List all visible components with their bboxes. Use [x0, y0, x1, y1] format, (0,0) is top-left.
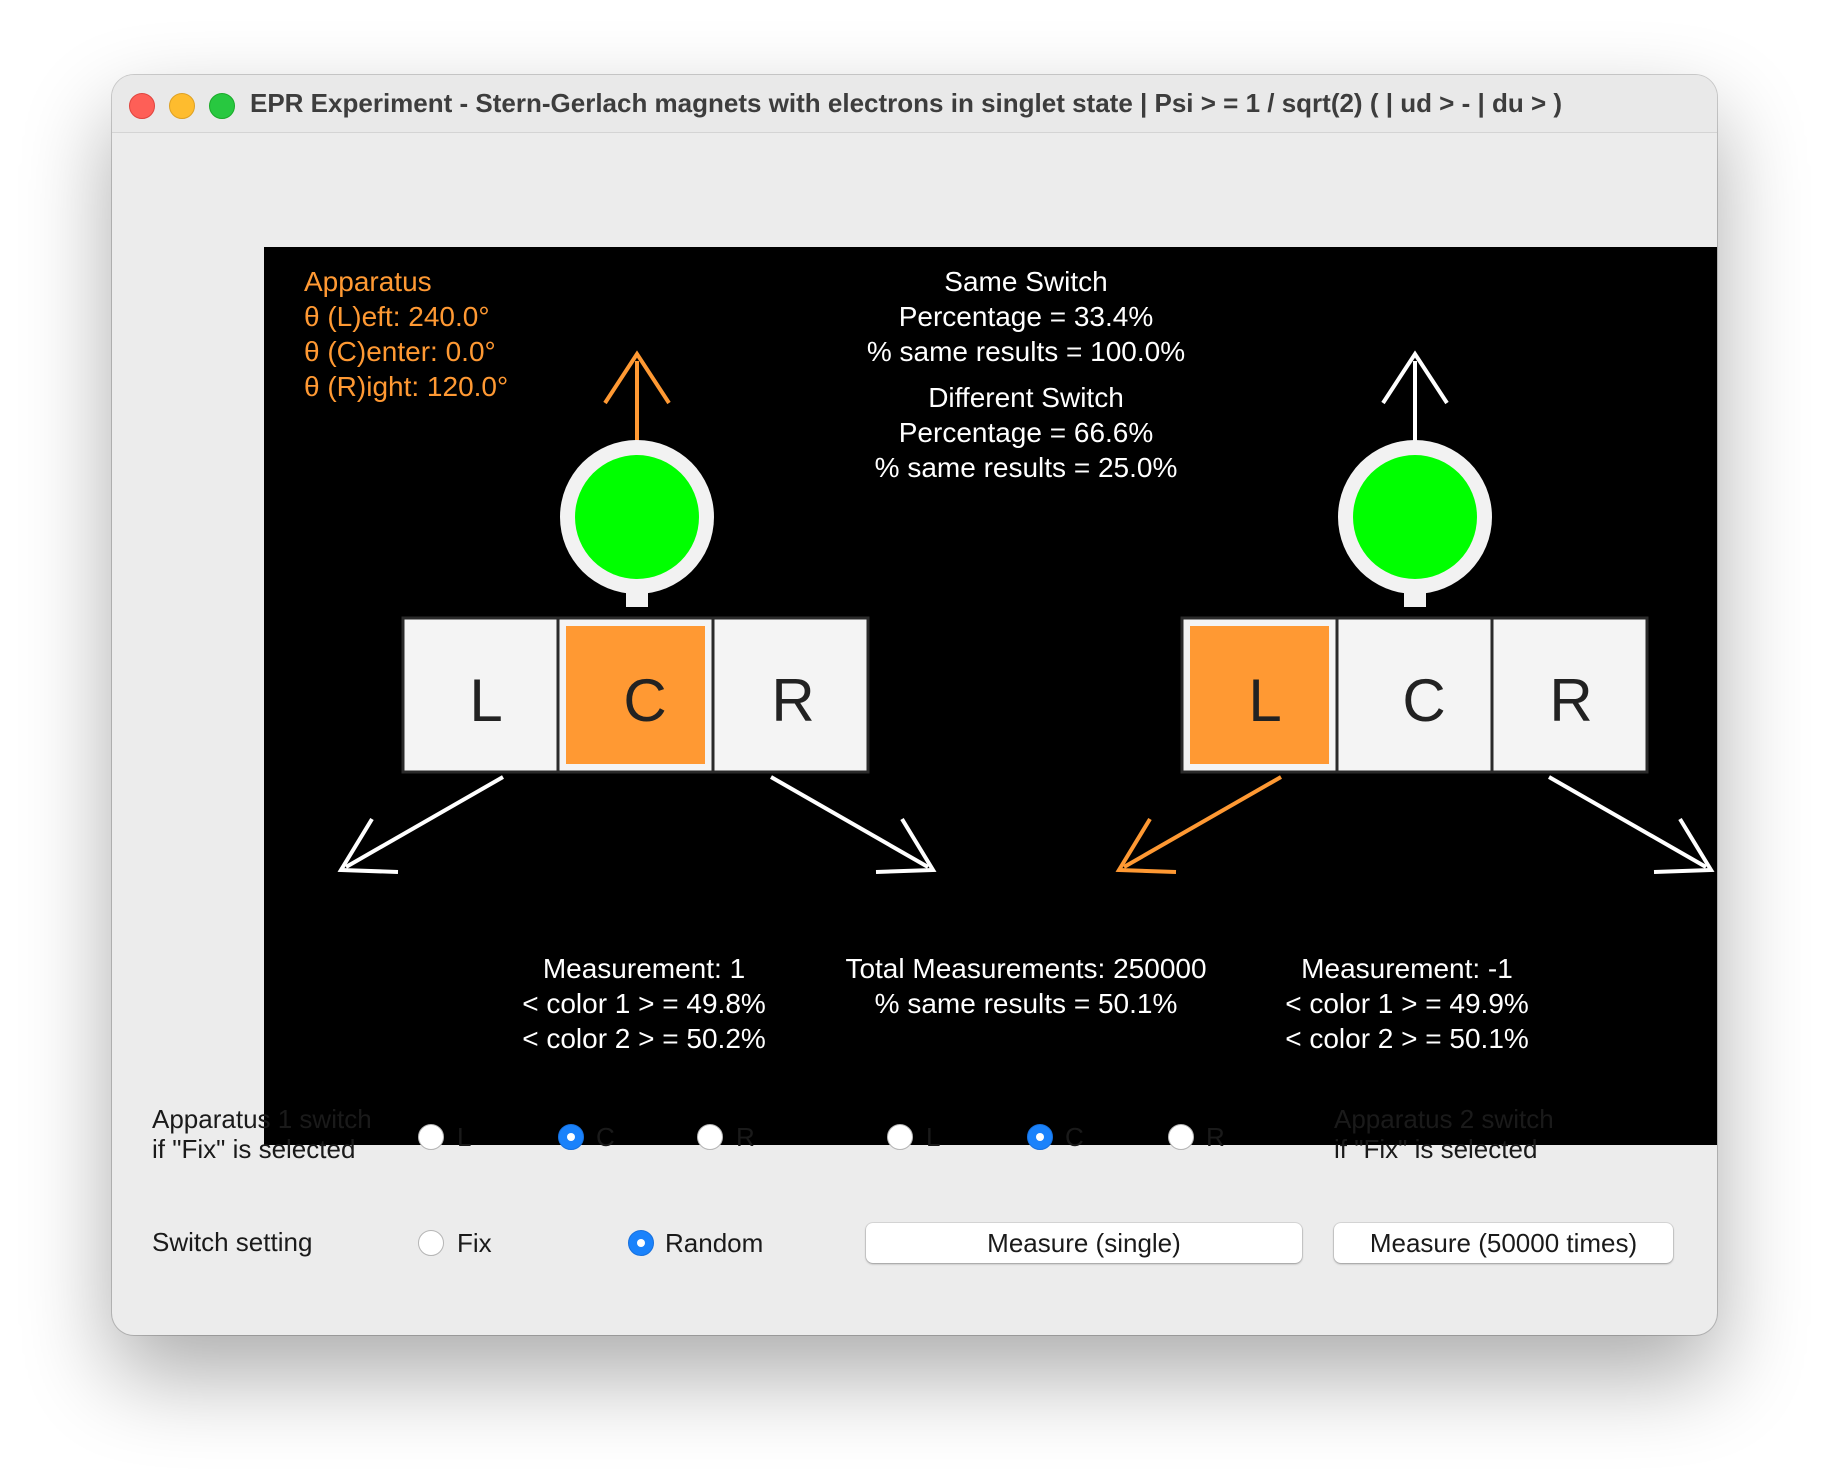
app2-key-r: R: [1549, 667, 1592, 734]
app1-switch-box-c-active: [566, 626, 705, 764]
apparatus-2: L C R: [1115, 350, 1715, 874]
app1-radio-r-label: R: [736, 1122, 755, 1152]
app2-left-arrow-shaft: [1123, 775, 1282, 869]
app2-key-c: C: [1402, 667, 1445, 734]
app2-detector-light: [1353, 455, 1477, 579]
apparatus-info-center: θ (C)enter: 0.0°: [304, 336, 496, 367]
apparatus-1-switch-label: Apparatus 1 switch if "Fix" is selected: [152, 1104, 372, 1164]
app1-left-arrow-shaft: [345, 775, 504, 869]
apparatus-1-results: Measurement: 1 < color 1 > = 49.8% < col…: [522, 951, 766, 1056]
app2-right-arrow-head: [1653, 817, 1715, 874]
app1-center-arrow-head: [603, 350, 671, 405]
experiment-drawing: L C R L C R: [337, 350, 1715, 874]
apparatus-1-switch-label-line2: if "Fix" is selected: [152, 1134, 356, 1164]
close-window-button[interactable]: [129, 93, 155, 119]
same-switch-same-results: % same results = 100.0%: [866, 336, 1186, 367]
apparatus-info-right: θ (R)ight: 120.0°: [304, 371, 509, 402]
apparatus-1: L C R: [337, 350, 937, 874]
app2-radio-r[interactable]: [1168, 1124, 1194, 1150]
switch-setting-label: Switch setting: [152, 1227, 313, 1257]
app2-key-l: L: [1248, 667, 1281, 734]
app1-measurement: Measurement: 1: [542, 953, 746, 984]
switch-random-radio[interactable]: [628, 1230, 654, 1256]
different-switch-stats: Different Switch Percentage = 66.6% % sa…: [875, 380, 1178, 485]
app1-radio-l-label: L: [457, 1122, 472, 1152]
measure-many-button[interactable]: Measure (50000 times): [1334, 1223, 1673, 1263]
app2-left-arrow-head: [1115, 817, 1177, 874]
apparatus-info: Apparatus θ (L)eft: 240.0° θ (C)enter: 0…: [304, 264, 508, 404]
app1-color1: < color 1 > = 49.8%: [522, 988, 766, 1019]
switch-fix-label: Fix: [457, 1228, 492, 1258]
app2-right-arrow-shaft: [1548, 775, 1707, 869]
apparatus-1-switch-label-line1: Apparatus 1 switch: [152, 1104, 372, 1134]
app2-radio-l-label: L: [926, 1122, 941, 1152]
total-measurements: Total Measurements: 250000: [845, 953, 1207, 984]
app1-radio-r[interactable]: [697, 1124, 723, 1150]
same-switch-heading: Same Switch: [944, 266, 1108, 297]
app1-key-r: R: [771, 667, 814, 734]
app1-radio-c[interactable]: [558, 1124, 584, 1150]
apparatus-info-heading: Apparatus: [304, 266, 432, 297]
different-switch-same-results: % same results = 25.0%: [874, 452, 1178, 483]
app2-switch-box-r: [1490, 616, 1649, 774]
epr-window: EPR Experiment - Stern-Gerlach magnets w…: [112, 75, 1717, 1335]
app1-switch-box-l: [401, 616, 560, 774]
apparatus-2-switch-label-line1: Apparatus 2 switch: [1334, 1104, 1554, 1134]
apparatus-info-left: θ (L)eft: 240.0°: [304, 301, 490, 332]
experiment-canvas: L C R L C R: [264, 247, 1717, 1145]
measure-single-button[interactable]: Measure (single): [866, 1223, 1302, 1263]
minimize-window-button[interactable]: [169, 93, 195, 119]
app1-key-l: L: [469, 667, 502, 734]
app2-radio-c-label: C: [1065, 1122, 1084, 1152]
app2-radio-l[interactable]: [887, 1124, 913, 1150]
app1-radio-l[interactable]: [418, 1124, 444, 1150]
app2-detector-stem: [1404, 587, 1426, 607]
app1-key-c: C: [623, 667, 666, 734]
apparatus-2-switch-label-line2: if "Fix" is selected: [1334, 1134, 1538, 1164]
switch-random-label: Random: [665, 1228, 764, 1258]
switch-fix-radio[interactable]: [418, 1230, 444, 1256]
app2-center-arrow-head: [1381, 350, 1449, 405]
total-results: Total Measurements: 250000 % same result…: [845, 951, 1206, 1021]
app2-color1: < color 1 > = 49.9%: [1285, 988, 1529, 1019]
app1-right-arrow-head: [875, 817, 937, 874]
different-switch-percentage: Percentage = 66.6%: [898, 417, 1154, 448]
app2-color2: < color 2 > = 50.1%: [1285, 1023, 1529, 1054]
app2-radio-c[interactable]: [1027, 1124, 1053, 1150]
app1-color2: < color 2 > = 50.2%: [522, 1023, 766, 1054]
app1-right-arrow-shaft: [770, 775, 929, 869]
app2-switch-box-l-active: [1190, 626, 1329, 764]
different-switch-heading: Different Switch: [928, 382, 1124, 413]
window-title: EPR Experiment - Stern-Gerlach magnets w…: [250, 88, 1563, 118]
app1-radio-c-label: C: [596, 1122, 615, 1152]
app2-radio-r-label: R: [1206, 1122, 1225, 1152]
same-switch-percentage: Percentage = 33.4%: [898, 301, 1154, 332]
title-bar: EPR Experiment - Stern-Gerlach magnets w…: [112, 75, 1717, 133]
apparatus-2-switch-label: Apparatus 2 switch if "Fix" is selected: [1334, 1104, 1554, 1164]
same-switch-stats: Same Switch Percentage = 33.4% % same re…: [867, 264, 1185, 369]
app1-left-arrow-head: [337, 817, 399, 874]
zoom-window-button[interactable]: [209, 93, 235, 119]
app1-detector-stem: [626, 587, 648, 607]
app2-switch-box-c: [1335, 616, 1494, 774]
app1-detector-light: [575, 455, 699, 579]
apparatus-2-results: Measurement: -1 < color 1 > = 49.9% < co…: [1285, 951, 1529, 1056]
total-same-results: % same results = 50.1%: [874, 988, 1178, 1019]
app1-switch-box-r: [711, 616, 870, 774]
app2-measurement: Measurement: -1: [1301, 953, 1513, 984]
